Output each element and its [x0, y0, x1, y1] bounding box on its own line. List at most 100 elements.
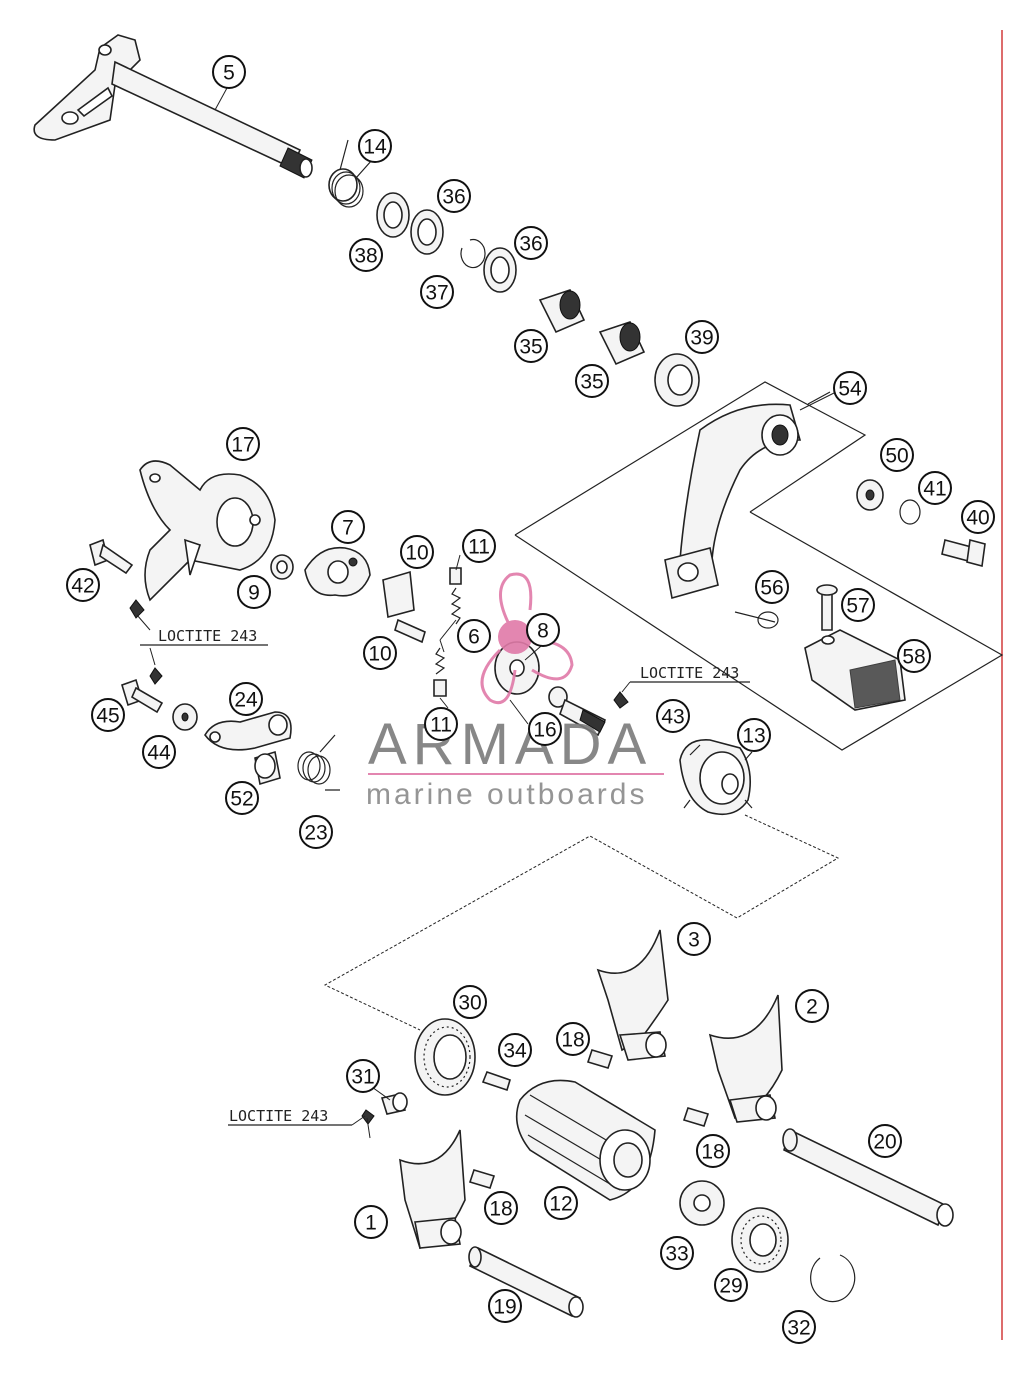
- callout-label: 45: [96, 705, 119, 728]
- spring-6b: [434, 647, 446, 675]
- callout-label: 1: [365, 1212, 377, 1235]
- callout-label: 30: [458, 992, 481, 1015]
- callout-label: 42: [71, 575, 94, 598]
- callout-label: 20: [873, 1131, 896, 1154]
- callout-45: 45: [91, 698, 125, 732]
- callout-circle: [226, 427, 260, 461]
- callout-label: 58: [902, 646, 925, 669]
- spring-56: [757, 611, 779, 629]
- callout-circle: [91, 698, 125, 732]
- callout-label: 57: [846, 595, 869, 618]
- callout-44: 44: [142, 735, 176, 769]
- callout-label: 38: [354, 245, 377, 268]
- lever-tip-parts: [734, 584, 906, 711]
- callout-label: 12: [549, 1193, 572, 1216]
- callout-7: 7: [331, 510, 365, 544]
- callout-label: 10: [368, 643, 391, 666]
- shift-fork-1: [399, 1129, 466, 1250]
- guide-10a: [382, 570, 415, 619]
- callout-label: 31: [351, 1066, 374, 1089]
- callout-18a: 18: [556, 1022, 590, 1056]
- callout-circle: [331, 510, 365, 544]
- washer-44: [172, 703, 198, 731]
- callout-label: 29: [719, 1275, 742, 1298]
- roller-52: [254, 750, 281, 786]
- ratchet-7: [304, 546, 371, 597]
- callout-37: 37: [420, 275, 454, 309]
- callout-circle: [685, 320, 719, 354]
- seal-ring-39: [654, 353, 700, 407]
- callout-30: 30: [453, 985, 487, 1019]
- callout-label: 36: [442, 186, 465, 209]
- callout-13: 13: [737, 718, 771, 752]
- bearing-29: [731, 1207, 789, 1273]
- callout-label: 13: [742, 725, 765, 748]
- callout-14: 14: [358, 129, 392, 163]
- callout-56: 56: [755, 570, 789, 604]
- callout-label: 41: [923, 478, 946, 501]
- callout-label: 32: [787, 1317, 810, 1340]
- callout-38: 38: [349, 238, 383, 272]
- callout-circle: [714, 1268, 748, 1302]
- callout-5: 5: [212, 55, 246, 89]
- callout-circle: [225, 781, 259, 815]
- washer-33: [679, 1180, 725, 1226]
- callout-52: 52: [225, 781, 259, 815]
- callout-circle: [961, 500, 995, 534]
- callout-circle: [212, 55, 246, 89]
- pin-11a: [449, 567, 462, 585]
- callout-36b: 36: [514, 226, 548, 260]
- shift-drum-12: [515, 1079, 656, 1201]
- callout-circle: [868, 1124, 902, 1158]
- callout-label: 16: [533, 719, 556, 742]
- callout-11a: 11: [462, 529, 496, 563]
- callout-label: 24: [234, 689, 258, 712]
- callout-35a: 35: [514, 329, 548, 363]
- callout-circle: [795, 989, 829, 1023]
- callout-label: 9: [248, 582, 260, 605]
- callout-circle: [424, 707, 458, 741]
- needle-bearings-35: [538, 289, 646, 366]
- callout-3: 3: [677, 922, 711, 956]
- watermark-subtitle: marine outboards: [366, 778, 647, 811]
- callout-circle: [299, 815, 333, 849]
- screw-16: [548, 686, 607, 737]
- callout-label: 17: [231, 434, 254, 457]
- callout-circle: [696, 1134, 730, 1168]
- callout-circle: [897, 639, 931, 673]
- callout-label: 18: [701, 1141, 724, 1164]
- callout-label: 11: [468, 536, 490, 559]
- callout-circle: [782, 1310, 816, 1344]
- shift-lever-box: [514, 381, 1004, 751]
- dashed-locator-box: [323, 814, 840, 1031]
- shift-shaft-group: [33, 34, 313, 179]
- callout-35b: 35: [575, 364, 609, 398]
- callout-label: 23: [304, 822, 327, 845]
- shift-lever-54: [664, 403, 802, 600]
- callout-circle: [400, 535, 434, 569]
- shift-drum-locator-13: [679, 739, 753, 816]
- callout-circle: [544, 1186, 578, 1220]
- callout-label: 54: [838, 378, 862, 401]
- callout-label: 5: [223, 62, 235, 85]
- callout-24: 24: [229, 682, 263, 716]
- callout-label: 35: [519, 336, 542, 359]
- callout-circle: [556, 1022, 590, 1056]
- callout-label: 3: [688, 929, 700, 952]
- callout-circle: [660, 1236, 694, 1270]
- callout-54: 54: [833, 371, 867, 405]
- callout-label: 7: [342, 517, 354, 540]
- callout-11b: 11: [424, 707, 458, 741]
- callout-circle: [66, 568, 100, 602]
- callout-32: 32: [782, 1310, 816, 1344]
- callout-50: 50: [880, 438, 914, 472]
- callout-42: 42: [66, 568, 100, 602]
- callout-1: 1: [354, 1205, 388, 1239]
- callout-circle: [354, 1205, 388, 1239]
- callout-label: 37: [425, 282, 448, 305]
- armada-watermark: ARMADA marine outboards: [366, 572, 664, 811]
- callout-29: 29: [714, 1268, 748, 1302]
- circlip-32: [810, 1254, 856, 1303]
- callout-circle: [457, 619, 491, 653]
- callout-57: 57: [841, 588, 875, 622]
